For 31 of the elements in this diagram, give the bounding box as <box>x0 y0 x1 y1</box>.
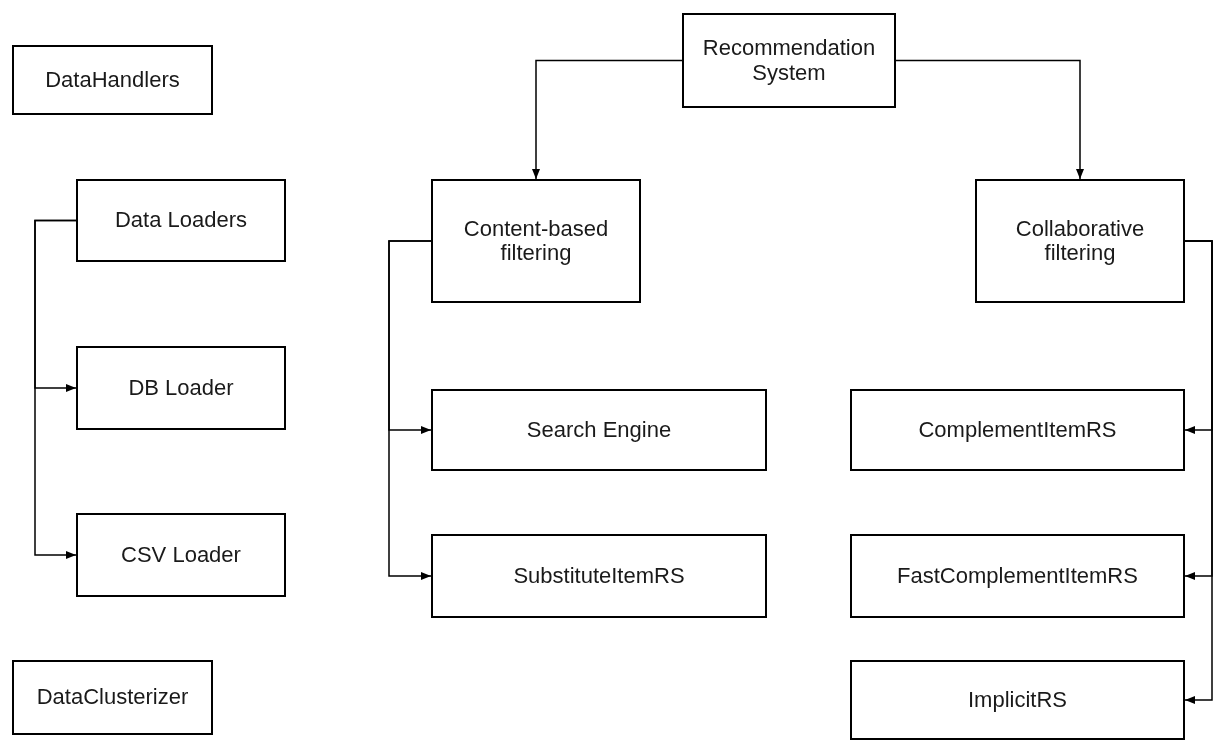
box-label: Content-based filtering <box>462 216 610 266</box>
process-box <box>850 660 1185 740</box>
box-label: DataClusterizer <box>35 685 190 710</box>
box-label: DB Loader <box>127 375 235 401</box>
process-box <box>76 179 286 262</box>
box-label: ComplementItemRS <box>917 417 1118 443</box>
process-box <box>431 179 641 303</box>
box-label: Data Loaders <box>113 208 249 233</box>
arrow <box>895 59 1084 180</box>
process-box <box>431 534 767 618</box>
process-box <box>12 660 213 735</box>
process-box <box>682 13 896 108</box>
arrow <box>532 59 683 180</box>
process-box <box>12 45 213 115</box>
process-box <box>850 534 1185 618</box>
process-box <box>975 179 1185 303</box>
box-label: Search Engine <box>525 417 673 443</box>
box-label: ImplicitRS <box>967 687 1068 713</box>
box-label: DataHandlers <box>44 67 181 93</box>
box-label: FastComplementItemRS <box>896 563 1139 589</box>
arrow <box>388 240 432 580</box>
box-label: SubstituteItemRS <box>512 563 686 589</box>
process-box <box>76 513 286 597</box>
box-label: Collaborative filtering <box>1014 216 1146 266</box>
arrow <box>1184 240 1213 704</box>
box-label: CSV Loader <box>120 542 242 568</box>
arrow <box>34 219 77 559</box>
process-box <box>76 346 286 430</box>
box-label: Recommendation System <box>701 36 877 85</box>
process-box <box>850 389 1185 471</box>
process-box <box>431 389 767 471</box>
